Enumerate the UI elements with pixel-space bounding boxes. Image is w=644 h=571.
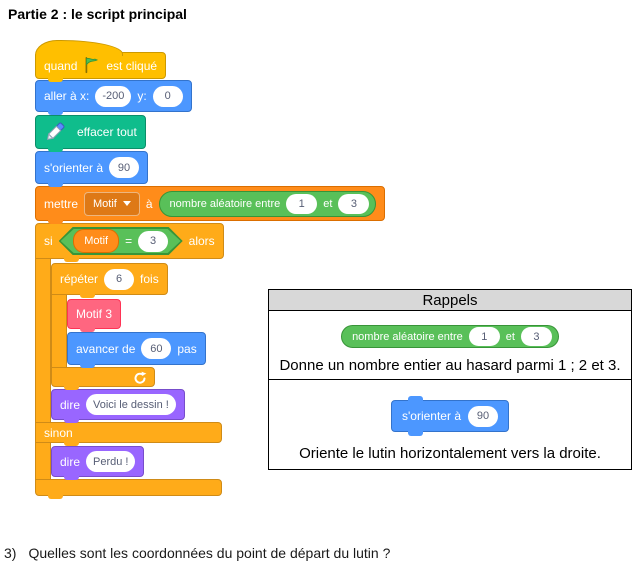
- random-max-input: 3: [338, 193, 370, 214]
- variable-dropdown: Motif: [84, 191, 140, 216]
- random-et-label: et: [323, 197, 333, 210]
- question-number: 3): [4, 545, 17, 561]
- say-label: dire: [60, 397, 81, 412]
- move-steps-label: pas: [177, 341, 197, 356]
- rappel-random-max: 3: [520, 327, 552, 346]
- variable-dropdown-value: Motif: [93, 197, 117, 210]
- goto-x-input: -200: [95, 85, 132, 107]
- else-block-arm: [35, 441, 51, 481]
- repeat-times-label: fois: [140, 272, 159, 286]
- if-label: si: [44, 234, 53, 248]
- reporter-random-number: nombre aléatoire entre 1 et 3: [158, 190, 377, 217]
- block-repeat: répéter 6 fois: [51, 263, 168, 298]
- block-set-variable: mettre Motif à nombre aléatoire entre 1 …: [35, 186, 386, 224]
- point-dir-text: s'orienter à: [44, 160, 103, 175]
- block-custom-motif-3: Motif 3: [67, 299, 122, 332]
- say-label-2: dire: [60, 454, 81, 469]
- goto-label: aller à x:: [44, 89, 90, 103]
- pen-icon: [44, 121, 66, 143]
- then-label: alors: [188, 234, 215, 248]
- green-flag-icon: [83, 57, 100, 74]
- if-block-foot: [35, 479, 222, 499]
- repeat-label: répéter: [60, 272, 99, 286]
- goto-y-label: y:: [137, 89, 147, 103]
- say-message-input: Voici le dessin !: [86, 394, 176, 415]
- rappel-orient-text: Oriente le lutin horizontalement vers la…: [299, 445, 601, 462]
- block-point-in-direction-rappel: s'orienter à 90: [391, 396, 509, 436]
- block-goto-xy: aller à x: -200 y: 0: [35, 80, 192, 115]
- rappel-random-min: 1: [468, 327, 500, 346]
- say-message-input-2: Perdu !: [86, 451, 136, 472]
- repeat-block-arm: [51, 293, 67, 369]
- else-label: sinon: [44, 425, 73, 440]
- if-block-arm: [35, 256, 51, 424]
- condition-value-input: 3: [138, 230, 169, 252]
- page-title: Partie 2 : le script principal: [8, 6, 187, 22]
- erase-all-label: effacer tout: [77, 125, 137, 139]
- when-label-end: est cliqué: [106, 58, 158, 73]
- block-point-in-direction: s'orienter à 90: [35, 151, 148, 187]
- rappels-header: Rappels: [269, 290, 631, 311]
- random-min-input: 1: [286, 193, 318, 214]
- custom-block-label: Motif 3: [76, 307, 113, 321]
- else-bar: sinon: [35, 422, 222, 446]
- loop-arrow-icon: [133, 371, 147, 388]
- rappel-random-label: nombre aléatoire entre: [352, 330, 463, 343]
- question-line: 3) Quelles sont les coordonnées du point…: [4, 545, 390, 561]
- rappel-orient-label: s'orienter à: [402, 409, 461, 423]
- move-label: avancer de: [76, 341, 136, 356]
- block-say-win: dire Voici le dessin !: [51, 389, 185, 423]
- block-erase-all: effacer tout: [35, 115, 146, 152]
- point-dir-input: 90: [109, 157, 139, 178]
- set-to-label: à: [145, 196, 153, 211]
- block-move-steps: avancer de 60 pas: [67, 332, 206, 368]
- rappels-cell-random: nombre aléatoire entre 1 et 3 Donne un n…: [269, 311, 631, 380]
- set-label: mettre: [44, 196, 79, 211]
- reporter-random-number-rappel: nombre aléatoire entre 1 et 3: [341, 325, 559, 348]
- repeat-count-input: 6: [104, 268, 135, 290]
- rappels-cell-orient: s'orienter à 90 Oriente le lutin horizon…: [269, 380, 631, 469]
- repeat-block-foot: [51, 367, 155, 390]
- block-say-lose: dire Perdu !: [51, 446, 145, 480]
- rappel-orient-value: 90: [468, 405, 498, 427]
- rappel-random-text: Donne un nombre entier au hasard parmi 1…: [279, 357, 621, 374]
- condition-operator: =: [125, 234, 133, 248]
- condition-equals: Motif = 3: [59, 227, 183, 255]
- rappels-box: Rappels nombre aléatoire entre 1 et 3 Do…: [268, 289, 632, 470]
- random-label: nombre aléatoire entre: [169, 197, 281, 210]
- block-if-then: si Motif = 3 alors: [35, 223, 224, 262]
- goto-y-input: 0: [152, 85, 183, 107]
- chevron-down-icon: [122, 201, 131, 206]
- condition-variable: Motif: [73, 229, 120, 253]
- move-steps-input: 60: [141, 338, 172, 359]
- question-text: Quelles sont les coordonnées du point de…: [28, 545, 391, 561]
- block-when-flag-clicked: quand est cliqué: [35, 40, 167, 82]
- when-label: quand: [44, 58, 78, 73]
- rappel-random-et: et: [505, 330, 515, 343]
